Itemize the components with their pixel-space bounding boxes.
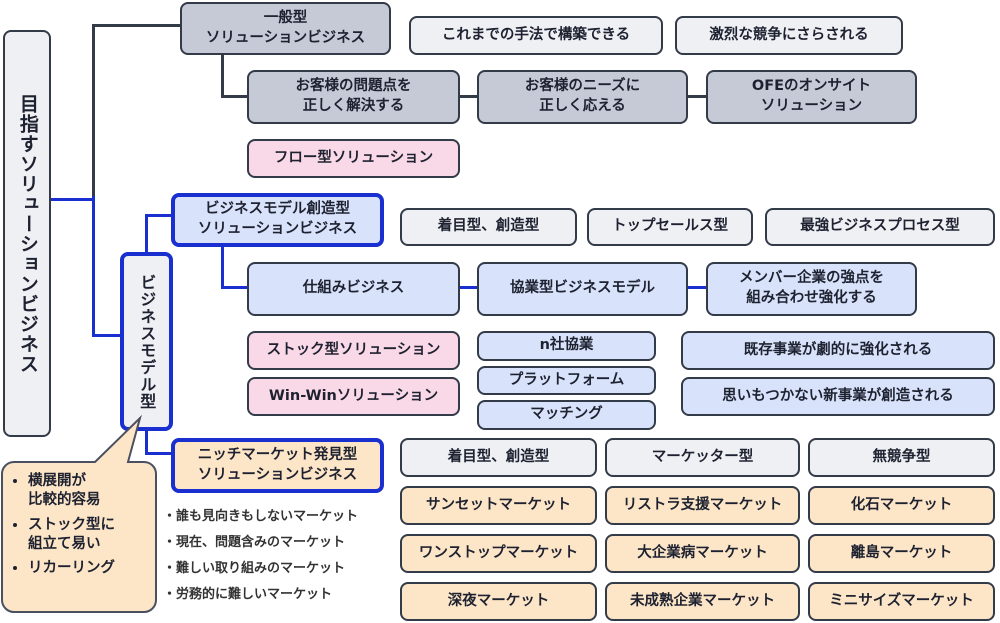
market-item: ミニサイズマーケット [808, 582, 995, 621]
connector [145, 452, 173, 455]
bullet: ・現在、問題含みのマーケット [163, 535, 346, 550]
connector [221, 246, 224, 289]
connector [92, 25, 95, 197]
market-item: 未成熟企業マーケット [605, 582, 800, 621]
bullet: ・誰も見向きもしないマーケット [163, 509, 359, 524]
connector [50, 198, 94, 201]
method-item: n社協業 [477, 331, 656, 361]
general-solution-node: 一般型 ソリューションビジネス [180, 2, 391, 55]
niche-type: 着目型、創造型 [400, 438, 597, 477]
creation-feature: メンバー企業の強点を 組み合わせ強化する [706, 262, 917, 316]
connector [92, 334, 122, 337]
bullet: ・難しい取り組みのマーケット [163, 561, 346, 576]
creation-type: 最強ビジネスプロセス型 [765, 208, 995, 246]
general-feature: お客様のニーズに 正しく応える [477, 70, 688, 124]
market-item: サンセットマーケット [400, 486, 597, 525]
result-item: 既存事業が劇的に強化される [681, 331, 995, 370]
flow-solution: フロー型ソリューション [247, 139, 460, 178]
callout-text: 横展開が 比較的容易 ストック型に 組立て易い リカーリング [6, 472, 115, 584]
creation-feature: 協業型ビジネスモデル [477, 262, 688, 316]
callout-item: ストック型に 組立て易い [28, 516, 115, 554]
connector [221, 95, 249, 98]
market-item: ワンストップマーケット [400, 534, 597, 573]
creation-type: トップセールス型 [587, 208, 753, 246]
market-item: 大企業病マーケット [605, 534, 800, 573]
niche-type: マーケッター型 [605, 438, 800, 477]
connector [92, 24, 182, 27]
market-item: 離島マーケット [808, 534, 995, 573]
niche-type: 無競争型 [808, 438, 995, 477]
niche-bullet-list: ・誰も見向きもしないマーケット ・現在、問題含みのマーケット ・難しい取り組みの… [163, 505, 358, 609]
creation-type: 着目型、創造型 [400, 208, 577, 246]
general-trait: これまでの手法で構築できる [409, 16, 663, 55]
niche-type-node: ニッチマーケット発見型 ソリューションビジネス [171, 438, 384, 493]
connector [221, 54, 224, 98]
connector [221, 286, 249, 289]
callout-bubble [1, 414, 157, 613]
stock-solution: ストック型ソリューション [247, 331, 460, 370]
general-feature: OFEのオンサイト ソリューション [706, 70, 917, 124]
creation-type-node: ビジネスモデル創造型 ソリューションビジネス [171, 193, 384, 247]
connector [92, 196, 95, 337]
method-item: マッチング [477, 400, 656, 430]
creation-feature: 仕組みビジネス [247, 262, 460, 316]
bullet: ・労務的に難しいマーケット [163, 587, 333, 602]
connector [145, 428, 148, 455]
market-item: リストラ支援マーケット [605, 486, 800, 525]
callout-item: 横展開が 比較的容易 [28, 472, 115, 510]
market-item: 化石マーケット [808, 486, 995, 525]
root-node: 目指すソリューションビジネス [3, 30, 51, 437]
result-item: 思いもつかない新事業が創造される [681, 377, 995, 416]
general-trait: 激烈な競争にさらされる [675, 16, 903, 55]
general-feature: お客様の問題点を 正しく解決する [247, 70, 460, 124]
connector [145, 214, 173, 217]
connector [145, 214, 148, 254]
callout-item: リカーリング [28, 559, 115, 578]
method-item: プラットフォーム [477, 366, 656, 395]
business-model-node: ビジネスモデル型 [120, 252, 173, 431]
market-item: 深夜マーケット [400, 582, 597, 621]
win-win-solution: Win-Winソリューション [247, 377, 460, 416]
